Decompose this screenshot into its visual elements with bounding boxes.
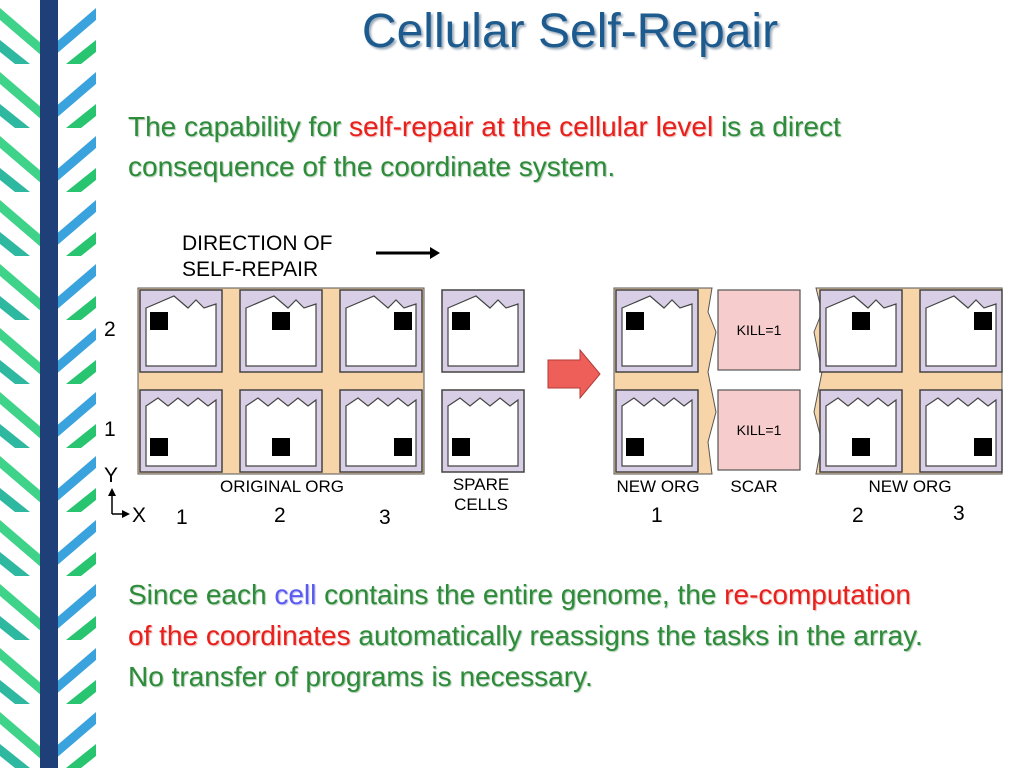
col-label-1-left: 1	[176, 506, 188, 529]
cell-badge	[626, 438, 644, 456]
col-label-2-right: 2	[852, 504, 864, 527]
cell-badge	[394, 438, 412, 456]
row-label-1: 1	[104, 418, 116, 441]
cell-body	[245, 295, 317, 367]
col-label-1-right: 1	[651, 504, 663, 527]
spare-cells: BA	[441, 289, 525, 473]
cell: F	[339, 289, 423, 373]
cell-badge	[452, 312, 470, 330]
outro-paragraph: Since each cell contains the entire geno…	[128, 574, 928, 697]
cell-letter: E	[398, 439, 407, 455]
cell-badge	[452, 438, 470, 456]
cell-badge	[852, 312, 870, 330]
cell-letter: F	[979, 313, 988, 329]
original-cells: B D F A C E	[139, 289, 423, 473]
cell-badge	[150, 312, 168, 330]
decorative-helix-stripe	[0, 0, 96, 768]
transition-arrow	[547, 348, 601, 400]
outro-text-1: Since each	[128, 579, 275, 610]
intro-text-1: The capability for	[128, 111, 349, 142]
outro-highlight-recomputation: re-computation of the coordinates	[128, 579, 911, 651]
cell: C	[819, 389, 903, 473]
cell-body	[825, 397, 897, 467]
cell-body	[825, 295, 897, 367]
scar-cell-bottom	[717, 389, 801, 471]
cell-body	[245, 397, 317, 467]
col-label-3-left: 3	[379, 506, 391, 529]
cell: D	[239, 289, 323, 373]
cell-badge	[974, 312, 992, 330]
cell-badge	[974, 438, 992, 456]
cell-letter: E	[978, 439, 987, 455]
spare-cells-label-line1: SPARE	[453, 475, 509, 494]
slide-title: Cellular Self-Repair	[361, 5, 779, 58]
col-label-2-left: 2	[274, 504, 286, 527]
cell-badge	[272, 438, 290, 456]
cell-badge	[272, 312, 290, 330]
cell: B	[615, 289, 699, 373]
cell: A	[615, 389, 699, 473]
cell-letter: B	[154, 313, 164, 329]
col-label-3-right: 3	[953, 502, 965, 525]
new-org-left-cells: BA	[615, 289, 699, 473]
outro-text-3: automatically reassigns the tasks in the…	[128, 620, 923, 692]
cell-letter: B	[630, 313, 640, 329]
cell-letter: A	[154, 439, 164, 455]
cell-letter: D	[276, 313, 286, 329]
original-org-label: ORIGINAL ORG	[220, 477, 344, 496]
new-org-label-left: NEW ORG	[616, 477, 699, 496]
outro-highlight-cell: cell	[274, 579, 317, 610]
cell-letter: C	[856, 439, 866, 455]
intro-paragraph: The capability for self-repair at the ce…	[128, 107, 1008, 187]
cell: A	[139, 389, 223, 473]
cell: B	[441, 289, 525, 373]
intro-text-2: is a direct consequence of the coordinat…	[128, 111, 841, 182]
cell: E	[339, 389, 423, 473]
new-org-label-right: NEW ORG	[868, 477, 951, 496]
cell-letter: B	[456, 313, 466, 329]
outro-text-2: contains the entire genome, the	[316, 579, 725, 610]
axis-indicator-icon	[108, 488, 130, 518]
cell: E	[919, 389, 1003, 473]
cell: B	[139, 289, 223, 373]
direction-label-line1: DIRECTION OF	[182, 232, 333, 255]
row-label-2: 2	[104, 318, 116, 341]
cell-badge	[626, 312, 644, 330]
cell-letter: C	[276, 439, 286, 455]
cell-badge	[394, 312, 412, 330]
cell-letter: F	[399, 313, 408, 329]
cell-letter: D	[856, 313, 866, 329]
axis-y-label: Y	[104, 464, 118, 487]
cell-badge	[852, 438, 870, 456]
cell: F	[919, 289, 1003, 373]
kill-label-bottom: KILL=1	[737, 422, 782, 438]
direction-label-line2: SELF-REPAIR	[182, 258, 318, 281]
cell-badge	[150, 438, 168, 456]
cell-letter: A	[630, 439, 640, 455]
cell: A	[441, 389, 525, 473]
axis-x-label: X	[132, 504, 146, 527]
new-org-right-cells: D F C E	[819, 289, 1003, 473]
cell-letter: A	[456, 439, 466, 455]
cell: C	[239, 389, 323, 473]
kill-label-top: KILL=1	[737, 322, 782, 338]
direction-arrow	[376, 247, 440, 259]
spare-cells-label-line2: CELLS	[454, 495, 508, 514]
intro-highlight: self-repair at the cellular level	[349, 111, 714, 142]
cell: D	[819, 289, 903, 373]
scar-label: SCAR	[730, 477, 777, 496]
scar-cell-top	[717, 289, 801, 371]
